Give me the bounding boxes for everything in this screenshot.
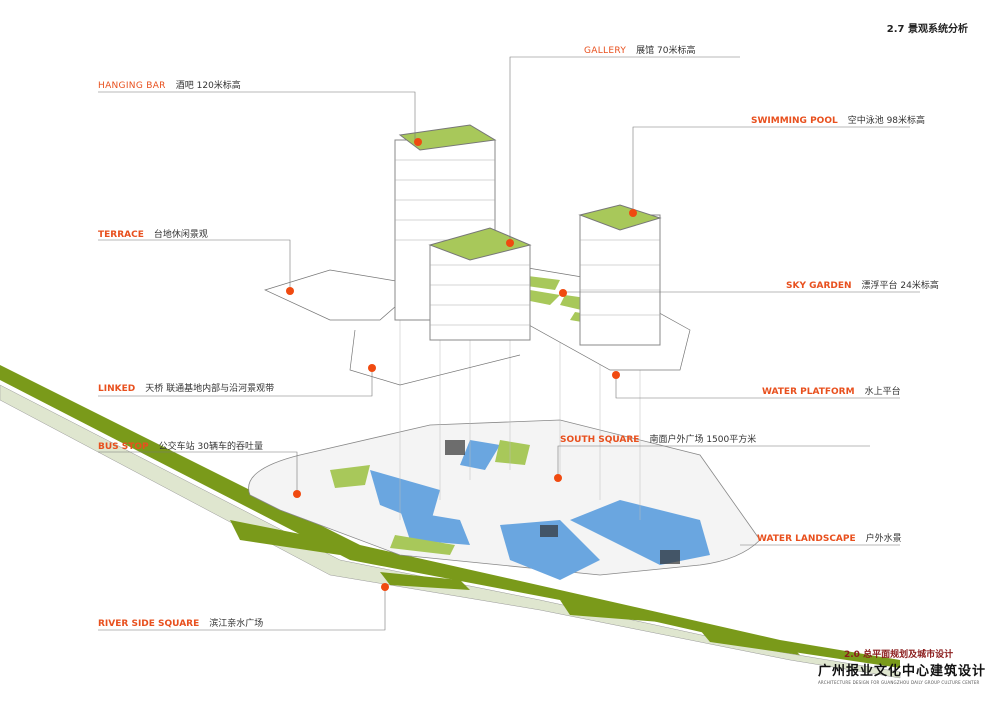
label-cn: 天桥 联通基地内部与沿河景观带 (145, 384, 275, 394)
label-cn: 滨江亲水广场 (209, 619, 264, 629)
label-en: SKY GARDEN (786, 281, 852, 291)
page-title: 2.7 景观系统分析 (886, 24, 968, 35)
project-subtitle: ARCHITECTURE DESIGN FOR GUANGZHOU DAILY … (818, 680, 980, 685)
label-water-landscape: WATER LANDSCAPE 户外水景 (757, 531, 902, 544)
section-title: 2.0 总平面规划及城市设计 (844, 650, 954, 660)
label-water-platform: WATER PLATFORM 水上平台 (762, 384, 901, 397)
riverside-strip (0, 365, 901, 679)
label-gallery: GALLERY 展馆 70米标高 (584, 43, 695, 56)
label-swimming-pool: SWIMMING POOL 空中泳池 98米标高 (751, 113, 925, 126)
label-en: WATER PLATFORM (762, 387, 855, 397)
label-cn: 空中泳池 98米标高 (847, 116, 926, 126)
label-hanging-bar: HANGING BAR 酒吧 120米标高 (98, 78, 241, 91)
label-en: WATER LANDSCAPE (757, 534, 856, 544)
label-cn: 南面户外广场 1500平方米 (649, 435, 757, 445)
ground-plan (248, 419, 761, 580)
label-south-square: SOUTH SQUARE 南面户外广场 1500平方米 (560, 432, 756, 445)
label-cn: 水上平台 (864, 387, 901, 397)
leader-lines (98, 56, 920, 631)
label-en: HANGING BAR (98, 81, 166, 91)
label-bus-stop: BUS STOP 公交车站 30辆车的吞吐量 (98, 439, 263, 452)
tower-center (428, 227, 532, 341)
marker-dots (286, 138, 637, 591)
label-linked: LINKED 天桥 联通基地内部与沿河景观带 (98, 381, 274, 394)
label-cn: 展馆 70米标高 (636, 46, 696, 56)
label-en: SWIMMING POOL (751, 116, 838, 126)
label-cn: 酒吧 120米标高 (175, 81, 241, 91)
label-terrace: TERRACE 台地休闲景观 (98, 227, 208, 240)
tower-east (578, 204, 662, 346)
label-cn: 户外水景 (865, 534, 902, 544)
label-cn: 台地休闲景观 (153, 230, 208, 240)
label-en: LINKED (98, 384, 136, 394)
label-en: TERRACE (98, 230, 144, 240)
label-sky-garden: SKY GARDEN 漂浮平台 24米标高 (786, 278, 939, 291)
label-en: RIVER SIDE SQUARE (98, 619, 200, 629)
label-en: SOUTH SQUARE (560, 435, 640, 445)
label-en: BUS STOP (98, 442, 149, 452)
projection-lines (399, 320, 641, 520)
label-cn: 公交车站 30辆车的吞吐量 (158, 442, 263, 452)
project-title: 广州报业文化中心建筑设计 (818, 664, 987, 679)
label-river-side-square: RIVER SIDE SQUARE 滨江亲水广场 (98, 616, 263, 629)
label-en: GALLERY (584, 46, 627, 56)
label-cn: 漂浮平台 24米标高 (861, 281, 939, 291)
